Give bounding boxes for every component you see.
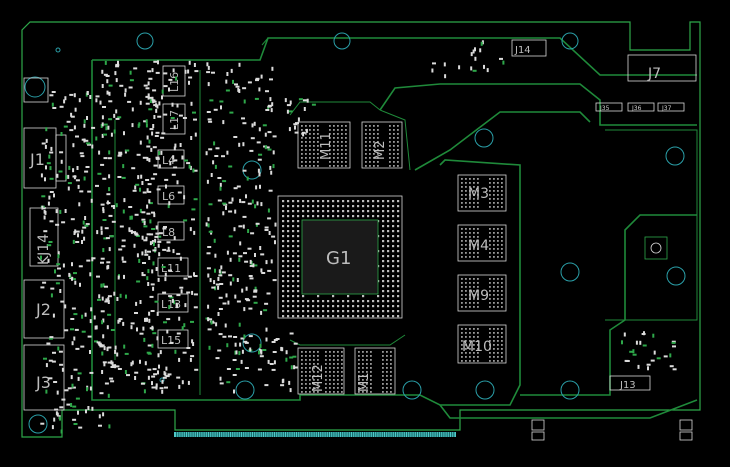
svg-text:L11: L11 <box>161 262 181 275</box>
inner-board-contour <box>92 37 697 76</box>
inductor-l16: L16 <box>162 65 186 97</box>
memory-m10: M10 <box>457 324 507 364</box>
memory-m4: M4 <box>457 224 507 262</box>
trace-gpu-bottom <box>289 334 406 346</box>
trace-right-loop <box>379 83 697 126</box>
svg-text:L15: L15 <box>161 334 181 347</box>
memory-m2: M2 <box>361 121 403 169</box>
small-label-j36: J36 <box>627 102 655 112</box>
trace-right-panel <box>605 129 698 321</box>
label-j3: J3 <box>35 373 51 392</box>
inductor-l6: L6 <box>157 185 185 205</box>
svg-text:M1: M1 <box>357 373 372 393</box>
trace-gpu-top <box>289 101 411 171</box>
svg-text:M11: M11 <box>319 132 334 160</box>
label-j36: J36 <box>631 105 642 112</box>
trace-top-arc <box>261 37 269 46</box>
label-g1: G1 <box>326 248 351 269</box>
connector-j3: J3 <box>23 344 65 411</box>
svg-text:M12: M12 <box>311 364 326 392</box>
memory-m1: M1 <box>354 347 396 395</box>
component-pads <box>40 40 677 434</box>
connector-j13: J13 <box>609 375 651 391</box>
svg-text:L17: L17 <box>168 110 181 130</box>
small-label-j37: J37 <box>657 102 685 112</box>
svg-text:M3: M3 <box>468 186 489 202</box>
memory-m3: M3 <box>457 174 507 212</box>
trace-lower-right <box>439 399 698 419</box>
connector-top-left <box>23 77 49 103</box>
svg-text:M10: M10 <box>462 339 492 355</box>
memory-m9: M9 <box>457 274 507 312</box>
label-j2: J2 <box>35 300 51 319</box>
connector-j2: J2 <box>23 279 65 339</box>
label-j13: J13 <box>619 380 636 391</box>
label-j1: J1 <box>29 150 45 169</box>
label-j14: J14 <box>514 45 531 56</box>
label-j37: J37 <box>661 105 672 112</box>
trace-mid-loop <box>414 111 591 171</box>
label-kj14: KJ14 <box>36 234 52 265</box>
svg-text:M2: M2 <box>373 141 388 161</box>
memory-m12: M12 <box>297 347 345 395</box>
label-j35: J35 <box>599 105 610 112</box>
edge-connector <box>174 432 456 437</box>
gpu-g1: G1 <box>277 125 503 393</box>
small-label-j35: J35 <box>595 102 623 112</box>
trace-bottom-right <box>520 214 697 396</box>
bottom-right-pads <box>531 419 693 441</box>
connector-j7: J7 <box>627 54 697 82</box>
svg-text:M9: M9 <box>468 288 489 304</box>
svg-text:M4: M4 <box>468 238 489 254</box>
svg-text:L6: L6 <box>162 190 175 203</box>
inductor-l8: L8 <box>157 221 185 241</box>
inductor-l11: L11 <box>157 257 189 277</box>
memory-m11: M11 <box>297 121 351 169</box>
controller-chip <box>644 236 668 260</box>
svg-text:L13: L13 <box>161 298 181 311</box>
connector-j1: J1 <box>23 127 67 189</box>
connector-j14: J14 <box>511 39 547 57</box>
svg-text:L16: L16 <box>168 72 181 92</box>
board-outline <box>21 21 701 438</box>
label-j7: J7 <box>647 66 661 82</box>
inductor-l15: L15 <box>157 329 189 349</box>
svg-text:L4: L4 <box>162 154 175 167</box>
